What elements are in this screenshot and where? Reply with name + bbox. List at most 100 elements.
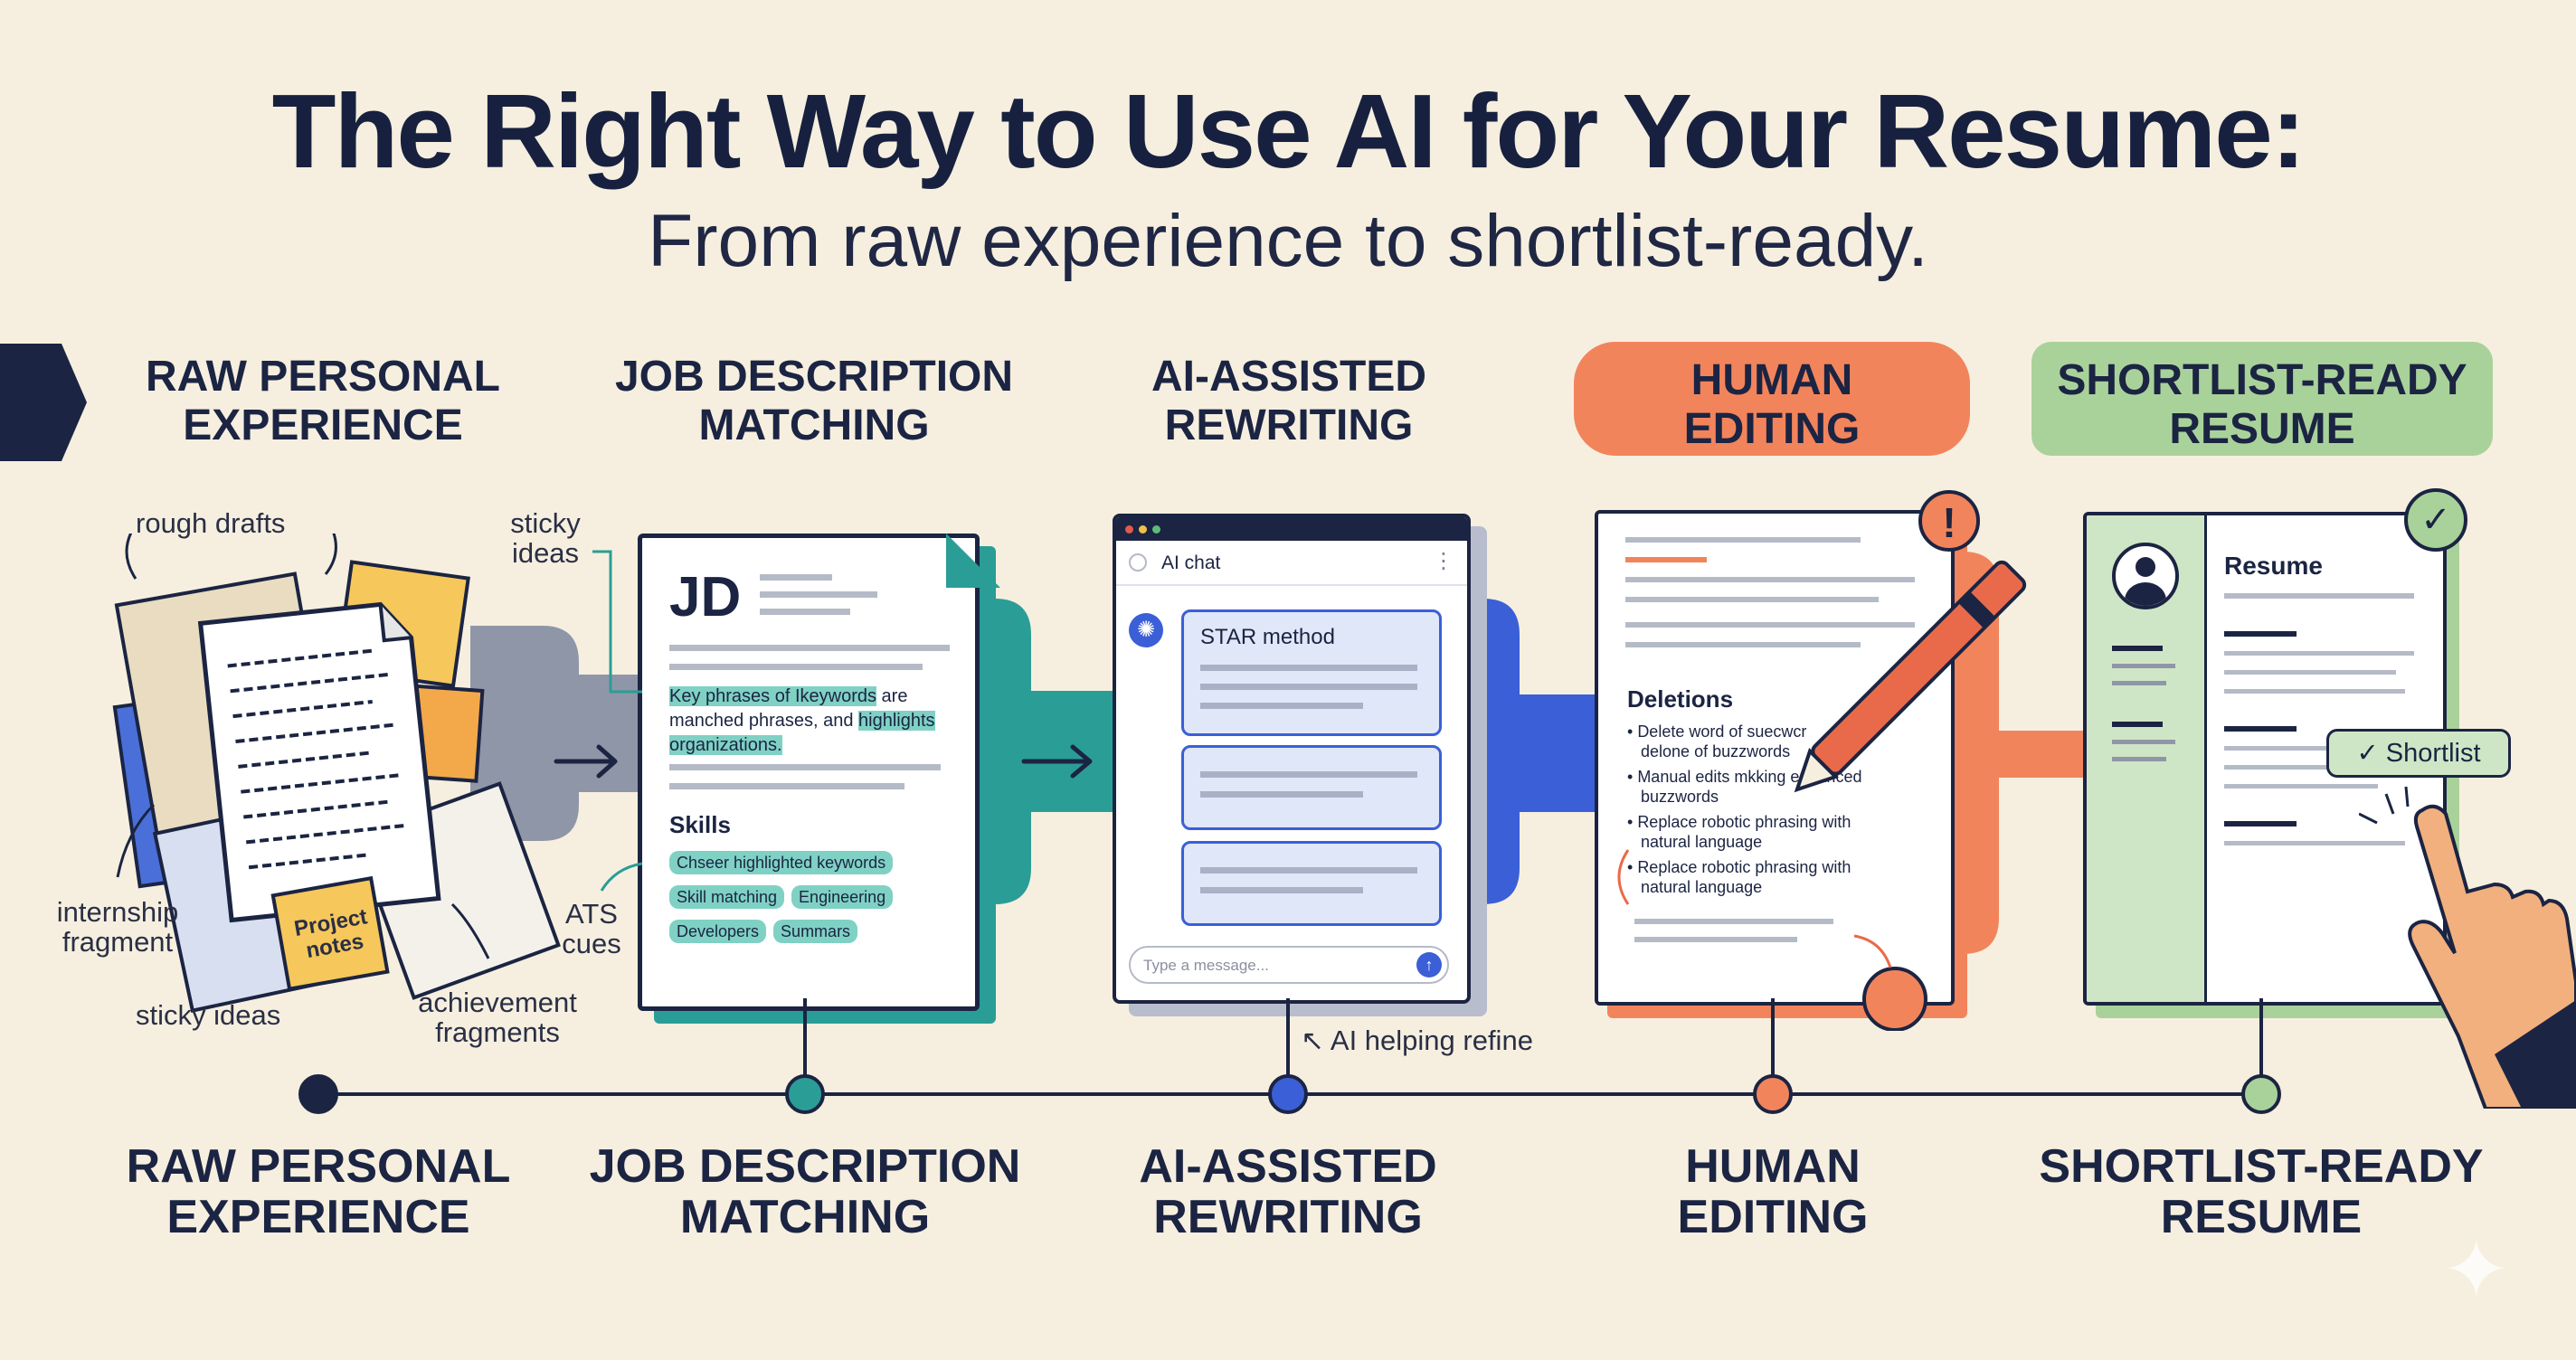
bullet-text: Replace robotic phrasing with xyxy=(1637,858,1852,876)
message-input[interactable]: Type a message... ↑ xyxy=(1129,946,1449,984)
stage-header-raw: RAW PERSONAL EXPERIENCE xyxy=(110,353,535,450)
checkmark-icon: ✓ xyxy=(2404,488,2467,552)
page-subtitle: From raw experience to shortlist-ready. xyxy=(648,200,1928,282)
timeline-label-line: EXPERIENCE xyxy=(166,1191,470,1243)
text-lines-icon xyxy=(1200,665,1417,709)
flow-band-1 xyxy=(470,626,638,841)
timeline-label-line: SHORTLIST-READY xyxy=(2039,1140,2484,1193)
timeline-label-jd: JOB DESCRIPTION MATCHING xyxy=(570,1141,1040,1242)
stage-header-line: EDITING xyxy=(1683,405,1861,453)
page-title: The Right Way to Use AI for Your Resume: xyxy=(271,72,2306,190)
stage-header-line: SHORTLIST-READY xyxy=(2057,356,2467,404)
timeline-label-line: REWRITING xyxy=(1153,1191,1423,1243)
ai-logo-icon: ✺ xyxy=(1129,613,1163,647)
edit-marker-icon xyxy=(1862,967,1927,1031)
pen-icon xyxy=(1794,560,2027,793)
timeline-node-human xyxy=(1753,1074,1793,1114)
annotation-sticky-ideas-bottom: sticky ideas xyxy=(136,999,281,1031)
timeline-node-ai xyxy=(1268,1074,1308,1114)
ai-chat-window: AI chat ⋮ ✺ STAR method Type a message..… xyxy=(1113,514,1471,1004)
message-placeholder: Type a message... xyxy=(1143,957,1269,974)
timeline-label-line: EDITING xyxy=(1677,1191,1869,1243)
stage-header-line: JOB DESCRIPTION xyxy=(614,353,1014,401)
annotation-sticky-ideas-top: sticky ideas xyxy=(510,507,581,569)
skill-tag: Developers xyxy=(669,920,767,943)
keyword-text: manched phrases, and xyxy=(669,711,859,731)
stage-header-line: MATCHING xyxy=(698,401,930,449)
skill-tag: Summars xyxy=(773,920,858,943)
jd-card: JD Key phrases of Ikeywords are manched … xyxy=(638,534,1000,1011)
flow-band-3 xyxy=(1465,599,1596,904)
timeline-label-human: HUMAN EDITING xyxy=(1538,1141,2008,1242)
stage-header-line: RAW PERSONAL xyxy=(145,353,500,401)
window-titlebar xyxy=(1116,517,1467,541)
text-lines-icon xyxy=(2112,646,2175,761)
stage-header-line: RESUME xyxy=(2169,405,2355,453)
skill-tag: Engineering xyxy=(791,885,894,909)
stage-header-line: HUMAN xyxy=(1690,356,1853,404)
window-minimize-icon[interactable] xyxy=(1139,525,1147,534)
text-lines-icon xyxy=(2224,593,2414,845)
text-lines-icon xyxy=(669,764,941,789)
skills-title: Skills xyxy=(669,811,731,838)
stage-header-line: AI-ASSISTED xyxy=(1151,353,1427,401)
bullet-text: Replace robotic phrasing with xyxy=(1637,813,1852,831)
annotation-internship-fragment: internship fragment xyxy=(56,896,179,958)
annotation-ai-helping: ↖ AI helping refine xyxy=(1301,1025,1563,1055)
arrow-icon xyxy=(554,744,1093,779)
bullet-text: natural language xyxy=(1641,878,1763,896)
bubble-text: STAR method xyxy=(1200,625,1335,649)
jd-heading: JD xyxy=(669,566,742,628)
chat-bubble xyxy=(1181,745,1442,830)
jd-keyword-text: Key phrases of Ikeywords are manched phr… xyxy=(669,685,959,758)
sparkle-icon: ✦ xyxy=(2442,1225,2511,1316)
timeline xyxy=(298,998,2281,1114)
check-icon: ✓ xyxy=(2356,739,2386,768)
edit-card: Deletions • Delete word of suecwcr delon… xyxy=(1595,510,1955,1006)
avatar xyxy=(1129,553,1147,571)
avatar xyxy=(2112,543,2179,609)
timeline-label-line: AI-ASSISTED xyxy=(1139,1140,1437,1193)
stage-header-ai: AI-ASSISTED REWRITING xyxy=(1076,353,1501,450)
window-maximize-icon[interactable] xyxy=(1152,525,1160,534)
resume-sidebar xyxy=(2087,515,2207,1002)
keyword-highlight: highlights xyxy=(858,711,935,731)
bullet-text: buzzwords xyxy=(1641,788,1719,806)
timeline-label-line: MATCHING xyxy=(679,1191,931,1243)
timeline-label-line: RESUME xyxy=(2160,1191,2363,1243)
stage-header-shortlist: SHORTLIST-READY RESUME xyxy=(2031,342,2493,456)
stage-header-line: REWRITING xyxy=(1164,401,1414,449)
edit-bullet: • Delete word of suecwcr delone of buzzw… xyxy=(1627,722,1807,760)
timeline-node-jd xyxy=(785,1074,825,1114)
chat-title: AI chat xyxy=(1161,552,1221,573)
edit-decorations: ! xyxy=(1617,490,2027,1031)
flow-band-2 xyxy=(977,599,1113,904)
alert-icon xyxy=(1918,490,1980,552)
window-close-icon[interactable] xyxy=(1125,525,1133,534)
timeline-label-ai: AI-ASSISTED REWRITING xyxy=(1053,1141,1523,1242)
timeline-label-shortlist: SHORTLIST-READY RESUME xyxy=(2026,1141,2496,1242)
skill-tags: Chseer highlighted keywords Skill matchi… xyxy=(669,851,968,943)
timeline-node-raw xyxy=(298,1074,338,1114)
skill-tag: Skill matching xyxy=(669,885,785,909)
text-lines-icon xyxy=(1634,919,1833,942)
keyword-highlight: Key phrases of Ikeywords xyxy=(669,686,876,706)
timeline-label-raw: RAW PERSONAL EXPERIENCE xyxy=(83,1141,554,1242)
edit-bullet: • Replace robotic phrasing with natural … xyxy=(1627,858,1852,896)
text-lines-icon xyxy=(760,574,877,615)
badge-label: Shortlist xyxy=(2385,739,2481,768)
shortlist-badge[interactable]: ✓ Shortlist xyxy=(2326,729,2511,778)
keyword-highlight: organizations. xyxy=(669,735,782,755)
annotation-achievement-fragments: achievement fragments xyxy=(418,987,577,1048)
text-lines-icon xyxy=(1625,537,1915,647)
stage-header-jd: JOB DESCRIPTION MATCHING xyxy=(601,353,1027,450)
send-button[interactable]: ↑ xyxy=(1416,952,1442,978)
chat-bubble xyxy=(1181,841,1442,926)
raw-papers-illustration xyxy=(112,534,561,1013)
more-options-icon[interactable]: ⋮ xyxy=(1433,549,1454,573)
timeline-label-line: RAW PERSONAL xyxy=(126,1140,511,1193)
keyword-text: are xyxy=(876,686,908,706)
annotation-ats-cues: ATS cues xyxy=(562,898,621,959)
resume-title: Resume xyxy=(2224,552,2323,580)
